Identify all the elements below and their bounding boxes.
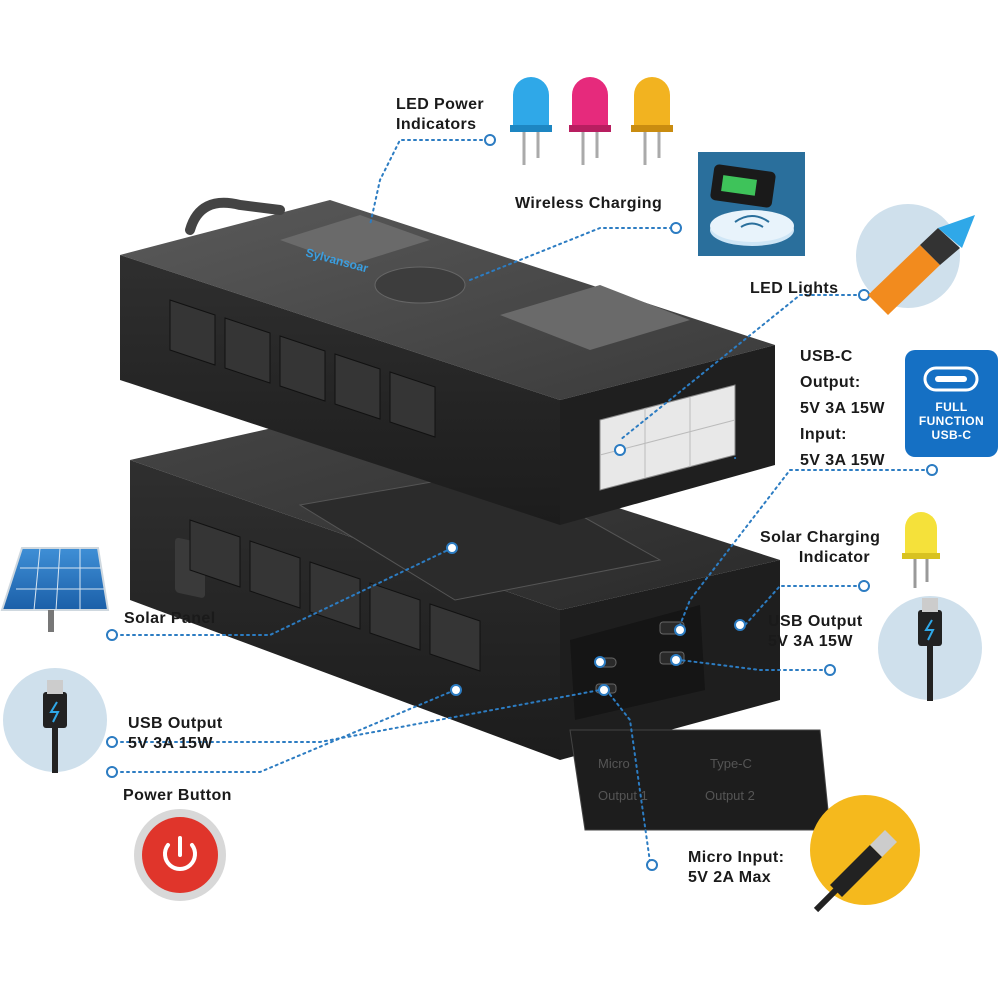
usb-c-badge-icon (905, 350, 998, 457)
callout-led-lights: LED Lights (750, 279, 838, 299)
led-pink-icon (569, 77, 611, 165)
led-yellow-icon (631, 77, 673, 165)
callout-solar-ind-line1: Solar Charging (760, 529, 881, 546)
callout-usb-left-line2: 5V 3A 15W (128, 735, 213, 752)
callout-solar-charging-indicator: Solar Charging Indicator (760, 528, 881, 568)
port-cover-text-3: Type-C (710, 756, 752, 771)
callout-usb-right-line2: 5V 3A 15W (768, 633, 853, 650)
usb-c-badge-text: FULL FUNCTION USB-C (905, 400, 998, 442)
callout-wireless-text: Wireless Charging (515, 195, 663, 212)
callout-usb-right-line1: USB Output (768, 613, 863, 630)
port-cover-text-1: Micro (598, 756, 630, 771)
port-cover-text-2: Output 1 (598, 788, 648, 803)
micro-usb-cable-icon (810, 795, 920, 913)
leader-lines (114, 139, 931, 863)
callout-micro-line2: 5V 2A Max (688, 869, 772, 886)
callout-solar-panel: Solar Panel (124, 609, 216, 629)
callout-usb-c-line5: 5V 3A 15W (800, 452, 885, 469)
port-cover: Micro Output 1 Type-C Output 2 (569, 729, 831, 831)
callout-led-lights-text: LED Lights (750, 280, 839, 297)
usb-cable-right-icon (878, 596, 982, 701)
usb-c-badge-line3: USB-C (931, 428, 972, 442)
solar-led-icon (902, 512, 940, 588)
callout-usb-output-right: USB Output 5V 3A 15W (768, 612, 863, 652)
callout-usb-c-line1: USB-C (800, 348, 853, 365)
callout-micro-input: Micro Input: 5V 2A Max (688, 848, 784, 888)
usb-c-badge-line2: FUNCTION (918, 414, 985, 428)
power-bank-top-half: Sylvansoar (120, 197, 775, 525)
callout-power-text: Power Button (123, 787, 232, 804)
callout-led-power-indicators: LED Power Indicators (396, 95, 484, 135)
callout-micro-line1: Micro Input: (688, 849, 785, 866)
solar-panel-icon (0, 547, 110, 632)
callout-usb-c: USB-C Output: 5V 3A 15W Input: 5V 3A 15W (800, 344, 885, 474)
leader-dots (106, 134, 938, 871)
callout-usb-output-left: USB Output 5V 3A 15W (128, 714, 223, 754)
callout-wireless-charging: Wireless Charging (515, 194, 662, 214)
usb-c-badge-line1: FULL (935, 400, 968, 414)
power-button-icon (134, 809, 226, 901)
callout-usb-c-line4: Input: (800, 426, 847, 443)
led-blue-icon (510, 77, 552, 165)
callout-led-line1: LED Power (396, 96, 485, 113)
flashlight-icon (856, 204, 975, 315)
callout-usb-c-line2: Output: (800, 374, 861, 391)
callout-usb-c-line3: 5V 3A 15W (800, 400, 885, 417)
callout-solar-ind-line2: Indicator (798, 549, 870, 566)
callout-led-line2: Indicators (396, 116, 477, 133)
wireless-charging-icon (698, 152, 805, 256)
usb-cable-left-icon (3, 668, 107, 773)
callout-usb-left-line1: USB Output (128, 715, 223, 732)
callout-solar-panel-text: Solar Panel (124, 610, 216, 627)
port-cover-text-4: Output 2 (705, 788, 755, 803)
callout-power-button: Power Button (123, 786, 232, 806)
